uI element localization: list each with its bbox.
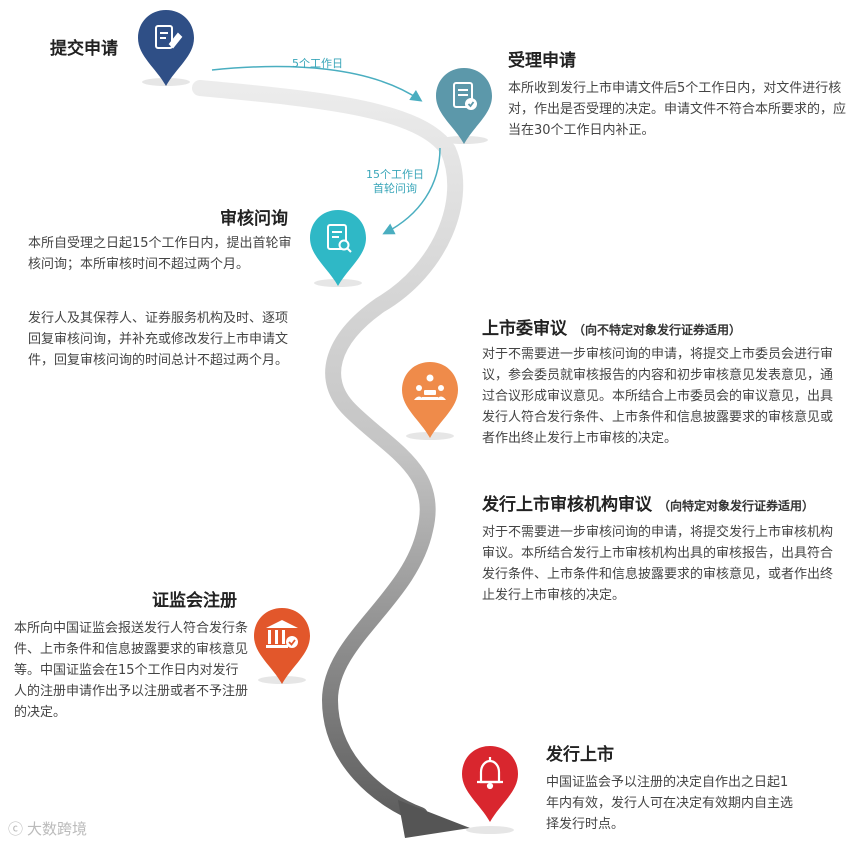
title-submit: 提交申请	[50, 39, 118, 59]
document-pen-icon	[155, 25, 183, 49]
title-agency-sub: （向特定对象发行证券适用）	[658, 499, 815, 513]
title-agency: 发行上市审核机构审议 （向特定对象发行证券适用）	[482, 490, 814, 515]
desc-agency: 对于不需要进一步审核问询的申请，将提交发行上市审核机构审议。本所结合发行上市审核…	[482, 525, 834, 603]
meeting-icon	[414, 374, 446, 400]
arrow-5-days	[211, 65, 423, 102]
pin-committee	[398, 358, 462, 446]
title-inquiry: 审核问询	[220, 209, 288, 229]
arrow-15-days	[382, 147, 441, 235]
watermark: ⓒ 大数跨境	[8, 818, 87, 839]
title-accept: 受理申请	[508, 51, 576, 71]
title-agency-main: 发行上市审核机构审议	[482, 495, 652, 515]
road-arrow-head	[398, 800, 470, 838]
pin-listing	[458, 742, 522, 830]
bell-icon	[477, 757, 503, 790]
desc-listing: 中国证监会予以注册的决定自作出之日起1年内有效，发行人可在决定有效期内自主选择发…	[546, 775, 794, 832]
title-committee-main: 上市委审议	[482, 319, 567, 339]
pin-inquiry	[306, 206, 370, 294]
watermark-text: 大数跨境	[27, 820, 88, 838]
document-search-icon	[327, 224, 352, 253]
desc-registration: 本所向中国证监会报送发行人符合发行条件、上市条件和信息披露要求的审核意见等。中国…	[14, 621, 249, 720]
desc-inquiry-2: 发行人及其保荐人、证券服务机构及时、逐项回复审核问询，并补充或修改发行上市申请文…	[28, 311, 289, 368]
arrow-label-15-days: 15个工作日 首轮问询	[366, 168, 424, 196]
arrow-label-15-days-line1: 15个工作日	[366, 168, 424, 181]
title-committee-sub: （向不特定对象发行证券适用）	[573, 323, 742, 337]
watermark-logo-icon: ⓒ	[8, 820, 24, 838]
pin-submit	[134, 6, 198, 94]
road-path	[192, 80, 464, 823]
title-committee: 上市委审议 （向不特定对象发行证券适用）	[482, 314, 741, 339]
title-registration: 证监会注册	[152, 591, 237, 611]
title-listing: 发行上市	[546, 745, 614, 765]
government-check-icon	[266, 620, 298, 648]
desc-inquiry-1: 本所自受理之日起15个工作日内，提出首轮审核问询；本所审核时间不超过两个月。	[28, 236, 292, 272]
desc-committee: 对于不需要进一步审核问询的申请，将提交上市委员会进行审议，参会委员就审核报告的内…	[482, 347, 834, 446]
arrow-label-5-days: 5个工作日	[292, 57, 343, 70]
desc-accept: 本所收到发行上市申请文件后5个工作日内，对文件进行核对，作出是否受理的决定。申请…	[508, 81, 847, 138]
pin-registration	[250, 604, 314, 692]
pin-accept	[432, 64, 496, 152]
arrow-label-15-days-line2: 首轮问询	[373, 182, 417, 195]
document-check-icon	[453, 82, 477, 110]
